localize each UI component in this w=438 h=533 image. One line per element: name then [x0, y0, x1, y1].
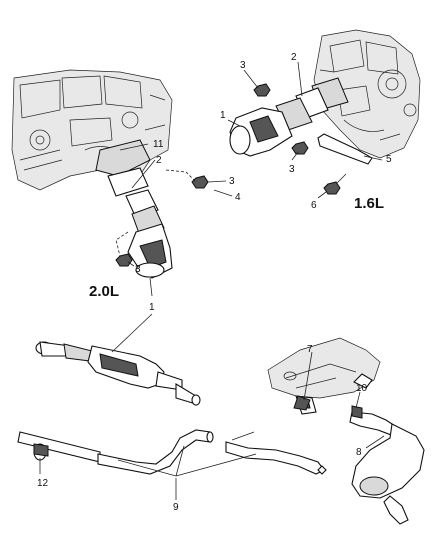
leader-lines — [39, 61, 385, 477]
nut-left-upper — [191, 175, 209, 189]
dash-leader-left-lower — [115, 231, 129, 257]
muffler-8 — [349, 405, 425, 525]
catalytic-converter-1-6l — [229, 87, 329, 157]
callout-10: 10 — [356, 383, 368, 394]
callout-2-right: 2 — [291, 52, 297, 63]
dash-leader-left-upper — [165, 169, 197, 183]
callout-3-left-upper: 3 — [229, 176, 235, 187]
callout-7: 7 — [307, 344, 313, 355]
engine-label-2-0l: 2.0L — [89, 283, 119, 300]
engine-2-0l-illustration — [11, 69, 173, 197]
clamp-12 — [33, 443, 49, 457]
callout-8: 8 — [356, 447, 362, 458]
callout-9: 9 — [173, 502, 179, 513]
intermediate-pipe-9 — [17, 429, 327, 475]
callout-1-main: 1 — [149, 302, 155, 313]
callout-1-right: 1 — [220, 110, 226, 121]
callout-3-right-upper: 3 — [240, 60, 246, 71]
engine-1-6l-illustration — [311, 29, 421, 159]
bracket-1-6l — [317, 133, 373, 165]
front-pipe-converter-assembly — [35, 341, 201, 406]
callout-4: 4 — [235, 192, 241, 203]
bolt-right — [323, 173, 347, 195]
nut-right-lower — [291, 141, 309, 155]
floor-pan-bracket — [267, 337, 381, 415]
callout-5: 5 — [386, 154, 392, 165]
callout-3-left-lower: 3 — [135, 264, 141, 275]
nut-left-lower — [115, 253, 133, 267]
isolator-7 — [293, 395, 311, 411]
callout-3-right-lower: 3 — [289, 164, 295, 175]
engine-label-1-6l: 1.6L — [354, 195, 384, 212]
callout-12: 12 — [37, 478, 49, 489]
callout-2-left: 2 — [156, 155, 162, 166]
callout-11: 11 — [153, 139, 164, 150]
callout-6: 6 — [311, 200, 317, 211]
nut-right-upper — [253, 83, 271, 97]
catalytic-converter-2-0l — [125, 189, 173, 279]
